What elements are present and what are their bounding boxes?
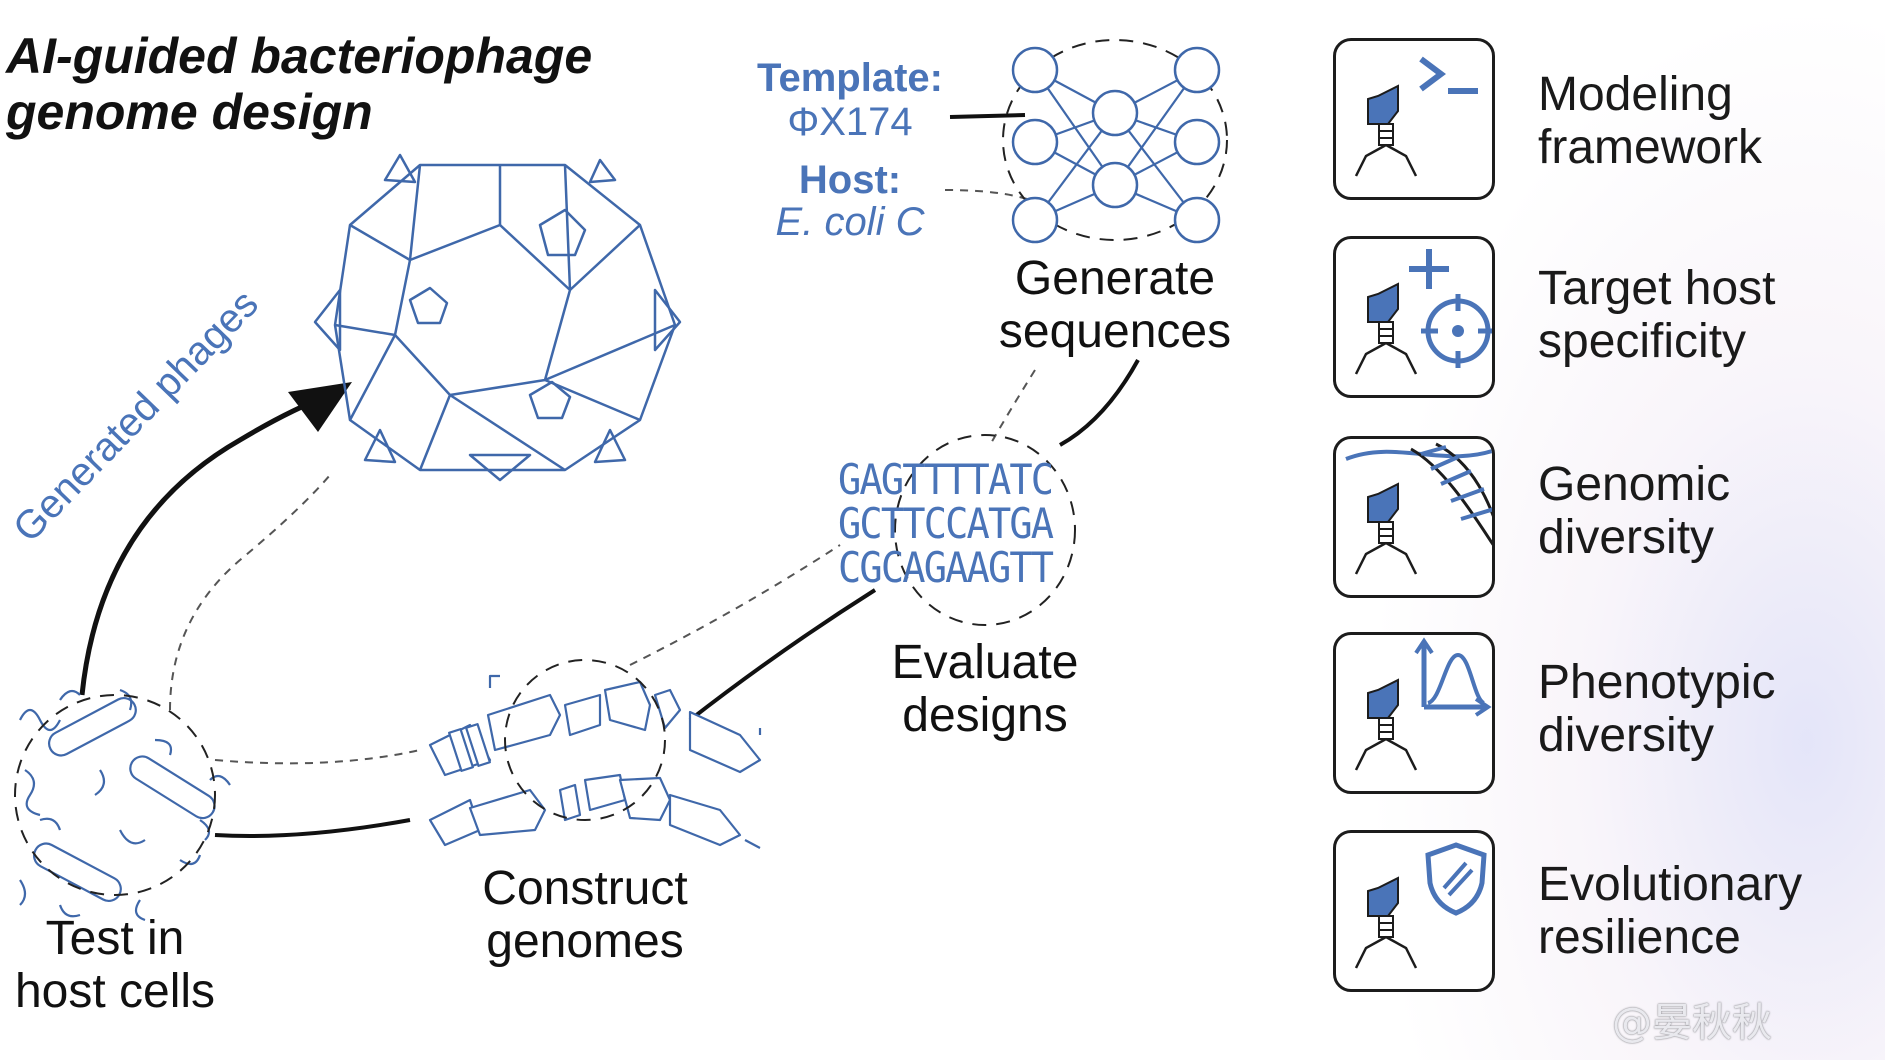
modeling-line-1: Modeling [1538,68,1733,121]
genome-construct-icon [428,674,762,849]
phage-icon [1354,84,1418,177]
template-value: ΦX174 [787,100,913,144]
generate-label-line-2: sequences [998,305,1232,358]
host-value: E. coli C [775,200,925,244]
dna-icon [1345,442,1492,575]
construct-label-line-2: genomes [486,915,684,968]
construct-label-line-1: Construct [482,862,688,915]
construct-genomes-label: Construct genomes [455,862,715,968]
shield-icon [1354,842,1487,969]
sequence-line-2: GCTTCCATGA [838,499,1054,548]
figure-title: AI-guided bacteriophage genome design [6,28,592,140]
test-label-line-1: Test in [45,912,185,965]
distribution-chart-icon [1354,637,1492,771]
generate-sequences-label: Generate sequences [975,252,1255,358]
feature-card-host-specificity [1333,236,1495,398]
feature-card-phenotypic-diversity [1333,632,1495,794]
sequence-line-3: CGCAGAAGTT [838,543,1054,592]
feature-card-evolutionary-resilience [1333,830,1495,992]
host-cells-icon [19,688,231,922]
host-label: Host: [798,158,902,202]
prompt-icon [1354,56,1478,177]
title-line-1: AI-guided bacteriophage [6,28,593,84]
evolutionary-line-1: Evolutionary [1538,858,1803,911]
arrowhead-icon [288,382,352,432]
genomic-line-2: diversity [1538,511,1715,564]
sequence-line-1: GAGTTTTATC [838,455,1054,504]
evolutionary-line-2: resilience [1538,911,1741,964]
evaluate-label-line-2: designs [902,689,1068,742]
test-host-cells-label: Test in host cells [0,912,230,1018]
dashed-connectors [169,189,1036,765]
dashed-seq-link [989,369,1036,446]
host-dashed-circle [14,694,216,896]
construct-dashed-circle [504,659,666,821]
phenotypic-line-1: Phenotypic [1538,656,1776,709]
title-line-2: genome design [6,84,373,140]
feature-card-modeling [1333,38,1495,200]
evaluate-label-line-1: Evaluate [891,636,1079,689]
dashed-phage-link [169,474,331,711]
evaluate-designs-label: Evaluate designs [860,636,1110,742]
watermark-text: @晏秋秋 [1612,1000,1772,1046]
test-label-line-2: host cells [14,965,216,1018]
dashed-lower-link [629,544,841,666]
evaluate-dashed-circle [894,434,1076,626]
dashed-template-link [944,189,1031,201]
generate-to-evaluate-link [1059,359,1140,447]
phage-capsid-icon [313,153,682,482]
feature-label-modeling: Modeling framework [1538,68,1762,174]
template-label: Template: [757,56,943,100]
host-specificity-line-1: Target host [1538,262,1776,315]
feature-label-host-specificity: Target host specificity [1538,262,1775,368]
feature-label-genomic-diversity: Genomic diversity [1538,458,1730,564]
neural-network-icon [1002,39,1228,244]
generated-phages-arrow [79,392,331,696]
generate-label-line-1: Generate [1014,252,1216,305]
modeling-line-2: framework [1538,121,1763,174]
feature-card-genomic-diversity [1333,436,1495,598]
feature-label-evolutionary-resilience: Evolutionary resilience [1538,858,1802,964]
evaluate-to-construct-link [688,588,877,722]
dna-sequences: GAGTTTTATC GCTTCCATGA CGCAGAAGTT [838,455,1054,592]
plus-target-icon [1354,249,1492,375]
solid-connectors [214,113,1140,838]
genomic-line-1: Genomic [1538,458,1731,511]
dashed-test-link [214,749,421,765]
feature-label-phenotypic-diversity: Phenotypic diversity [1538,656,1776,762]
host-specificity-line-2: specificity [1538,315,1747,368]
template-link [949,113,1026,119]
construct-to-test-link [214,818,411,838]
phenotypic-line-2: diversity [1538,709,1715,762]
